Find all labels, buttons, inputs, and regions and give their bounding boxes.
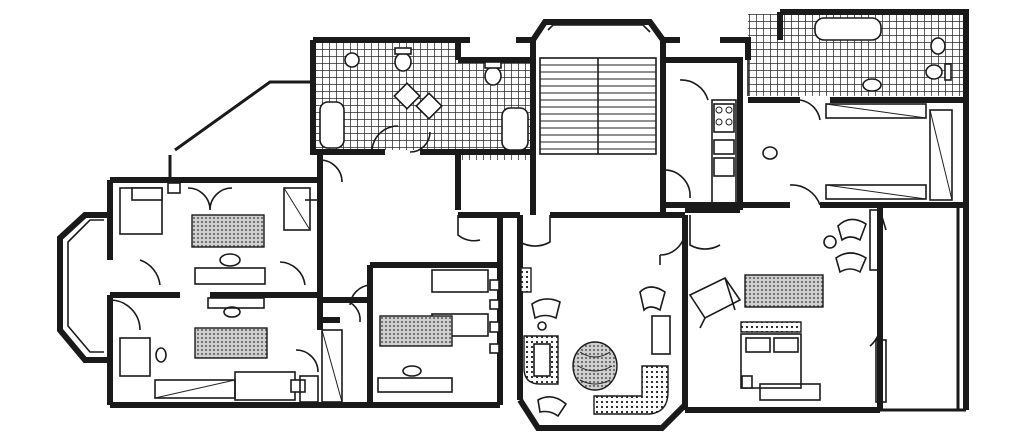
rug-middle bbox=[379, 315, 453, 347]
bathtub-left bbox=[319, 101, 345, 149]
living-room bbox=[519, 215, 686, 418]
kitchen bbox=[711, 60, 749, 206]
bathroom-fixtures bbox=[319, 17, 952, 151]
rug-west bbox=[191, 214, 265, 248]
armchair-living-1 bbox=[531, 298, 561, 320]
sofa-southwest bbox=[119, 337, 151, 377]
basin-diamond-2 bbox=[415, 92, 443, 120]
basin-left bbox=[344, 52, 360, 68]
wardrobe-bottom bbox=[825, 184, 927, 200]
toilet-tank-northeast bbox=[944, 63, 952, 81]
shelf-living-2 bbox=[651, 315, 671, 355]
toilet-left bbox=[394, 52, 412, 72]
walls bbox=[57, 9, 969, 431]
basin-northeast bbox=[930, 37, 946, 55]
headboard-east bbox=[740, 321, 802, 333]
bedroom-middle bbox=[321, 215, 500, 403]
bedroom-southwest bbox=[109, 297, 319, 403]
coffee-table bbox=[572, 341, 618, 391]
armchair-living-2 bbox=[639, 286, 666, 312]
bidet-northeast bbox=[862, 78, 882, 92]
armchair-east-1 bbox=[837, 218, 867, 242]
door-swings bbox=[319, 79, 821, 199]
bed-southwest bbox=[234, 371, 296, 401]
wardrobe-top bbox=[825, 103, 927, 119]
toilet-tank-middle bbox=[484, 61, 502, 69]
corridor-east bbox=[762, 103, 953, 206]
armchair-east-2 bbox=[835, 252, 868, 274]
bed-middle-top bbox=[431, 269, 489, 293]
shelf-living bbox=[520, 267, 532, 293]
toilet-northeast bbox=[925, 64, 943, 80]
toilet-tank-left bbox=[394, 47, 412, 55]
bedroom-east bbox=[688, 209, 887, 403]
bathtub-middle bbox=[501, 107, 529, 151]
staircase bbox=[539, 24, 657, 155]
sofa-living-2 bbox=[593, 365, 669, 415]
wardrobe-side bbox=[929, 109, 953, 201]
counter bbox=[713, 157, 735, 177]
rug-southwest bbox=[194, 327, 268, 359]
sink bbox=[713, 139, 735, 155]
rug-east bbox=[744, 274, 824, 308]
bedroom-west bbox=[119, 182, 320, 286]
armchair-living-3 bbox=[537, 396, 568, 418]
bathtub-northeast bbox=[814, 17, 882, 41]
basin-diamond-1 bbox=[393, 82, 421, 110]
toilet-middle bbox=[484, 66, 502, 86]
wardrobe-west bbox=[283, 187, 311, 231]
easel bbox=[688, 276, 742, 329]
